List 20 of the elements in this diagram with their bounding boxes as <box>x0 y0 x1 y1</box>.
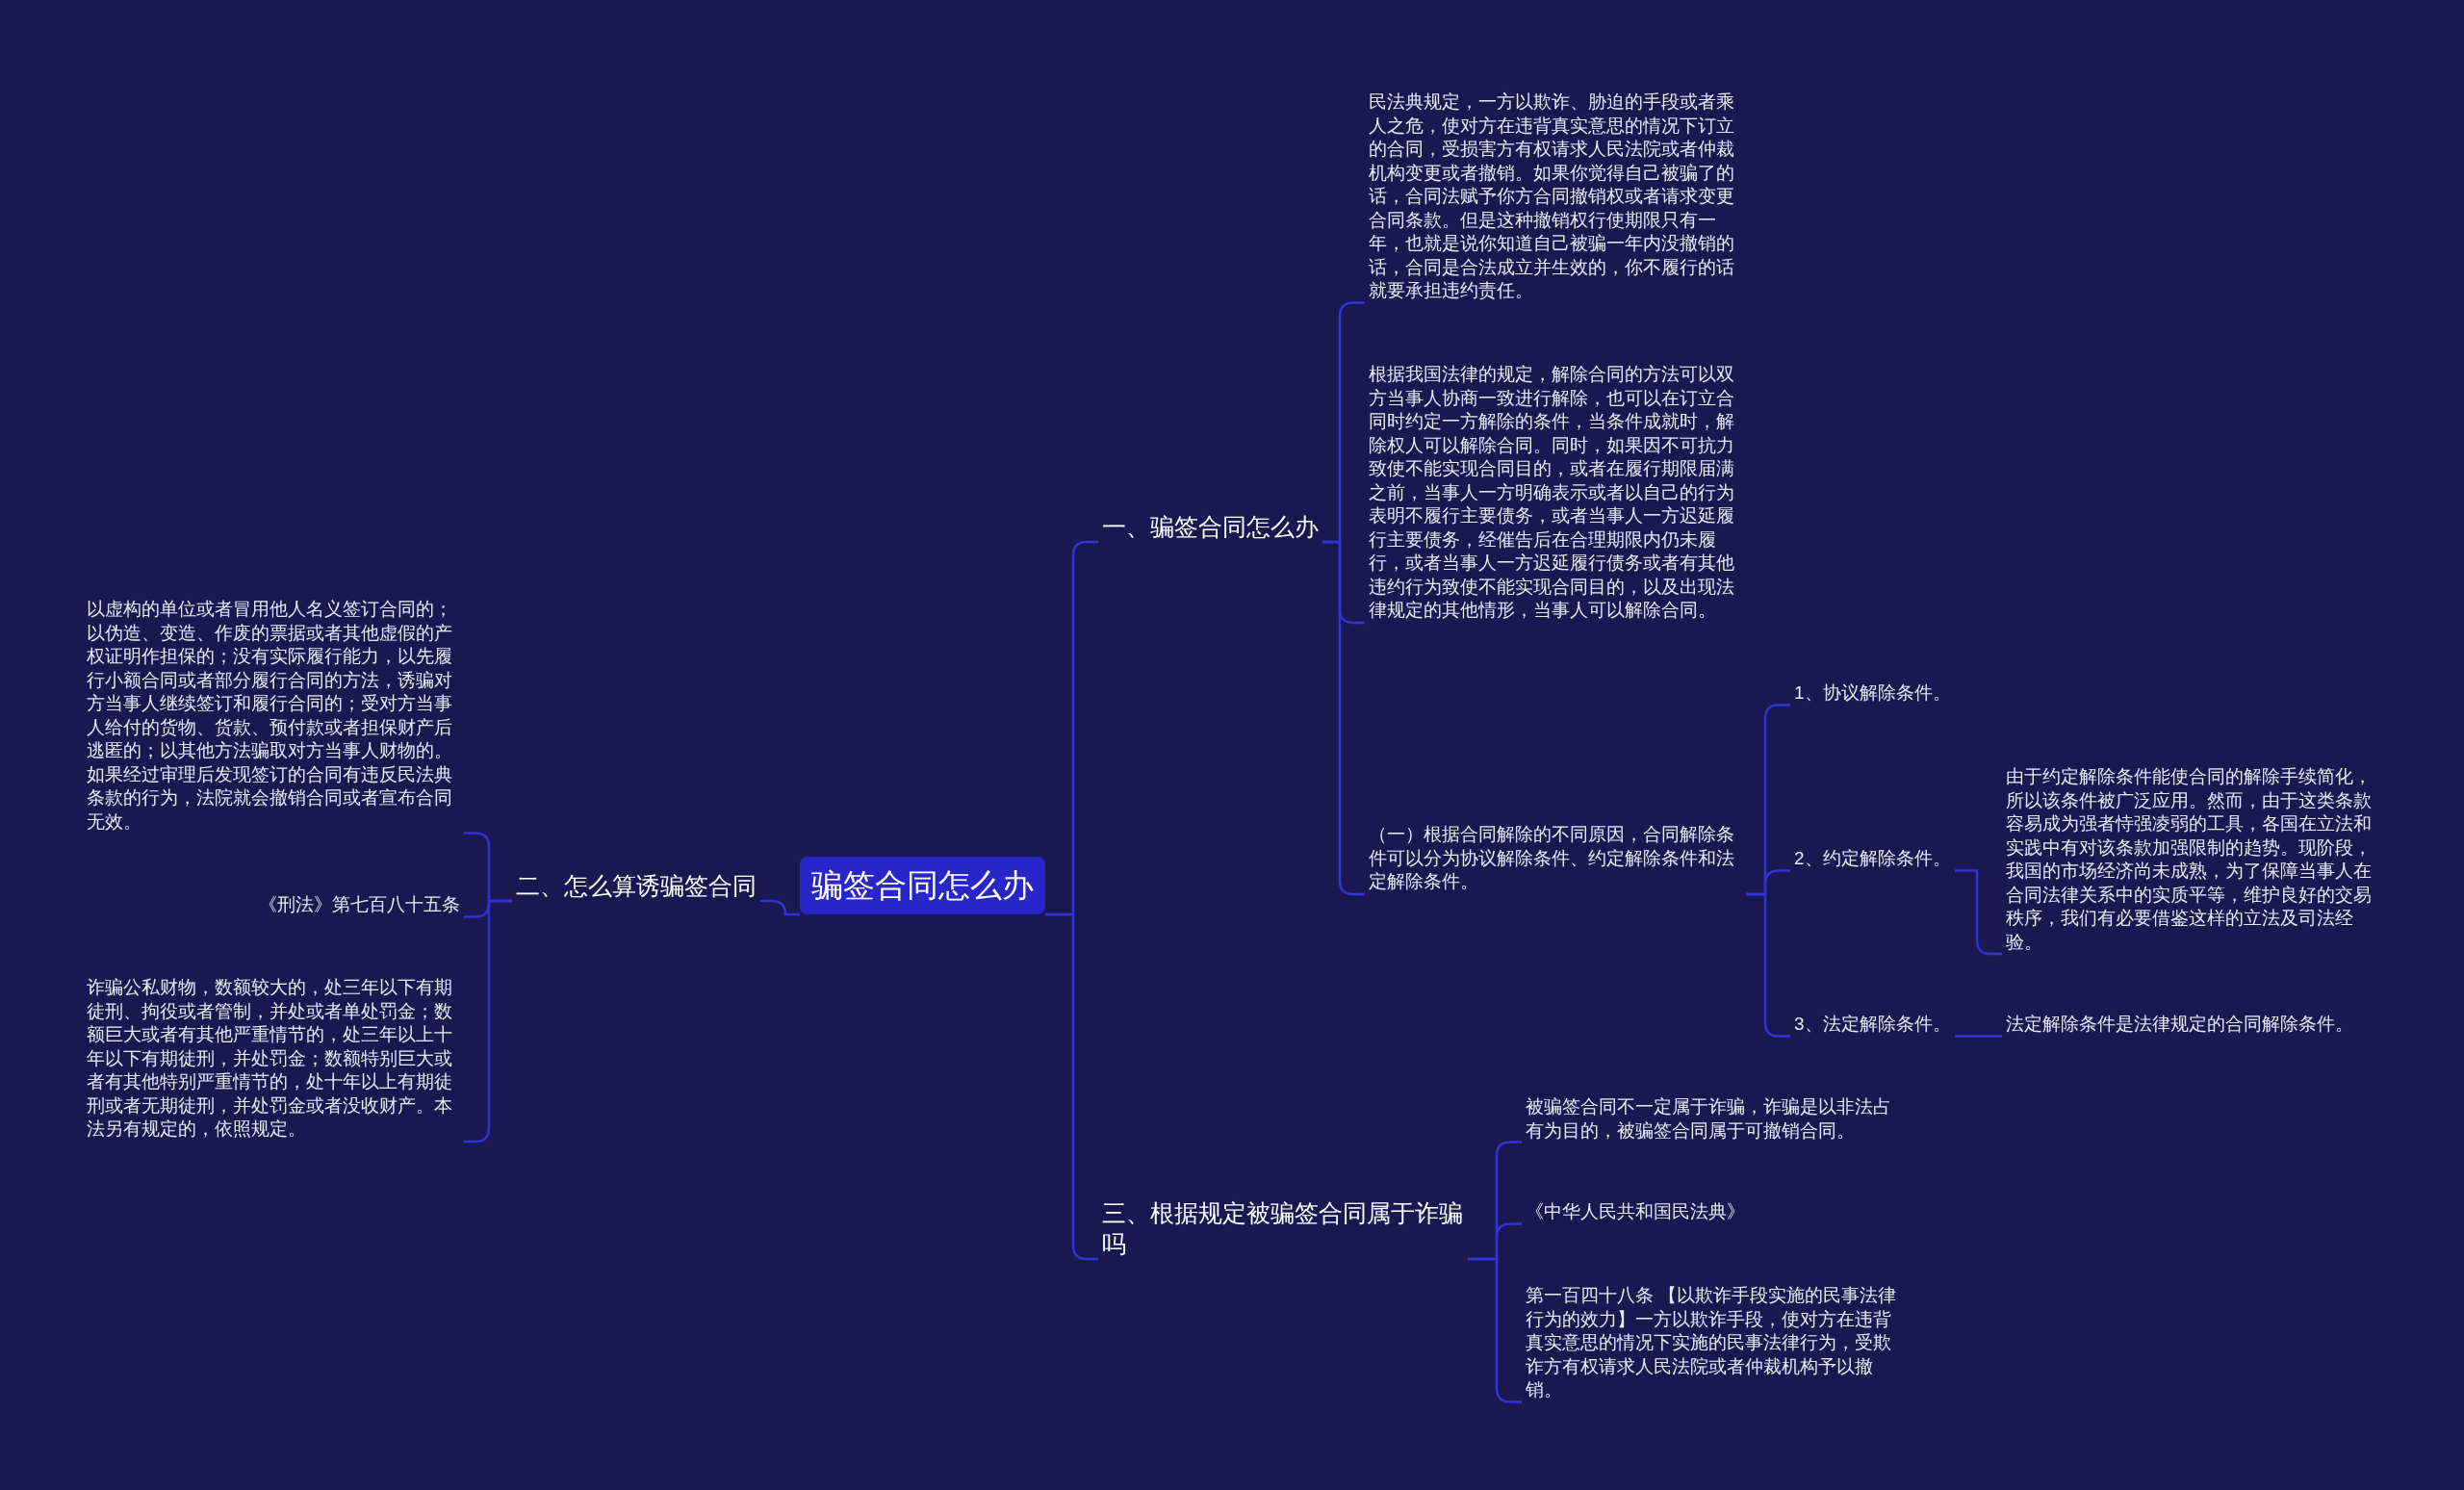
branch-topic: 一、骗签合同怎么办 <box>1098 511 1322 542</box>
topic-text: 根据我国法律的规定，解除合同的方法可以双方当事人协商一致进行解除，也可以在订立合同时约定一方解除的条件，当条件成就时，解除权人可以解除合同。同时，如果因不可抗力致使不能实现合同目的，或者在履行期限届满之前，当事人一方明确表示或者以自己的行为表明不履行主要债务，或者当事人一方迟延履行主要债务，经催告后在合理期限内仍未履行，或者当事人一方迟延履行债务或者有其他违约行为致使不能实现合同目的，以及出现法律规定的其他情形，当事人可以解除合同。 <box>1365 363 1746 623</box>
connector-line <box>760 899 800 916</box>
topic-text: 《中华人民共和国民法典》 <box>1522 1199 1749 1224</box>
branch-topic: 三、根据规定被骗签合同属于诈骗吗 <box>1098 1197 1468 1259</box>
topic-text: 3、法定解除条件。 <box>1790 1012 1955 1037</box>
connector-line <box>1955 1035 2002 1038</box>
topic-text: 《刑法》第七百八十五条 <box>255 892 464 917</box>
topic-text: 由于约定解除条件能使合同的解除手续简化，所以该条件被广泛应用。然而，由于这类条款容易成为强者恃强凌弱的工具，各国在立法和实践中有对该条款加强限制的趋势。现阶段，我国的市场经济尚未成熟，为了保障当事人在合同法律关系中的实质平等，维护良好的交易秩序，我们有必要借鉴这样的立法及司法经验。 <box>2002 765 2383 954</box>
topic-text: 第一百四十八条 【以欺诈手段实施的民事法律行为的效力】一方以欺诈手段，使对方在违背真实意思的情况下实施的民事法律行为，受欺诈方有权请求人民法院或者仲裁机构予以撤销。 <box>1522 1283 1903 1402</box>
central-topic-box: 骗签合同怎么办 <box>800 857 1045 914</box>
topic-text: 被骗签合同不一定属于诈骗，诈骗是以非法占有为目的，被骗签合同属于可撤销合同。 <box>1522 1094 1903 1143</box>
topic-text: 民法典规定，一方以欺诈、胁迫的手段或者乘人之危，使对方在违背真实意思的情况下订立的合同，受损害方有权请求人民法院或者仲裁机构变更或者撤销。如果你觉得自己被骗了的话，合同法赋予你方合同撤销权或者请求变更合同条款。但是这种撤销权行使期限只有一年，也就是说你知道自己被骗一年内没撤销的话，合同是合法成立并生效的，你不履行的话就要承担违约责任。 <box>1365 90 1746 303</box>
topic-text: （一）根据合同解除的不同原因，合同解除条件可以分为协议解除条件、约定解除条件和法定解除条件。 <box>1365 823 1746 894</box>
topic-text: 法定解除条件是法律规定的合同解除条件。 <box>2002 1012 2357 1037</box>
topic-text: 诈骗公私财物，数额较大的，处三年以下有期徒刑、拘役或者管制，并处或者单处罚金；数额巨大或者有其他严重情节的，处三年以上十年以下有期徒刑，并处罚金；数额特别巨大或者有其他特别严重情节的，处十年以上有期徒刑或者无期徒刑，并处罚金或者没收财产。本法另有规定的，依照规定。 <box>83 976 464 1142</box>
branch-topic: 二、怎么算诱骗签合同 <box>512 870 760 901</box>
topic-text: 以虚构的单位或者冒用他人名义签订合同的；以伪造、变造、作废的票据或者其他虚假的产权证明作担保的；没有实际履行能力，以先履行小额合同或者部分履行合同的方法，诱骗对方当事人继续签订和履行合同的；受对方当事人给付的货物、货款、预付款或者担保财产后逃匿的；以其他方法骗取对方当事人财物的。如果经过审理后发现签订的合同有违反民法典条款的行为，法院就会撤销合同或者宣布合同无效。 <box>83 597 464 834</box>
topic-text: 2、约定解除条件。 <box>1790 846 1955 871</box>
topic-text: 1、协议解除条件。 <box>1790 681 1955 706</box>
